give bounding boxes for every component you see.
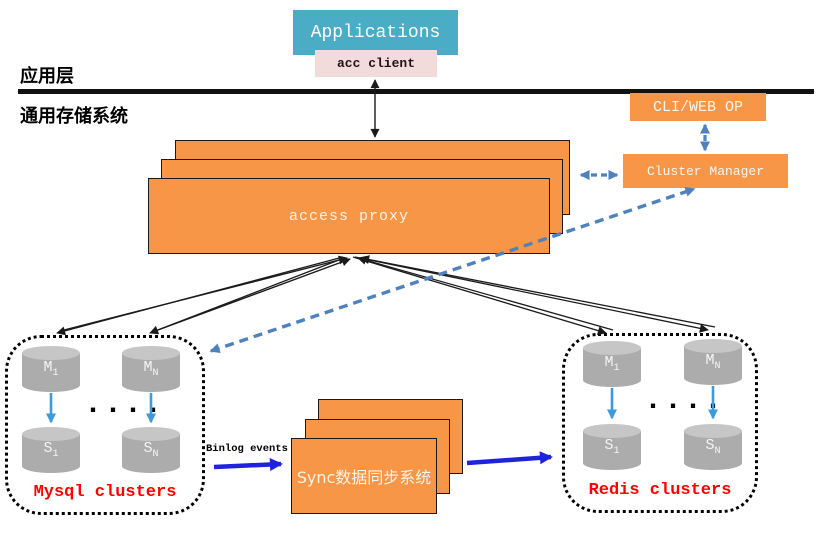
- mysql-slave-n-cylinder: SN: [122, 427, 180, 473]
- redis-slave-n-cylinder: SN: [684, 424, 742, 470]
- cluster-manager-box: Cluster Manager: [623, 154, 788, 188]
- redis-cluster-frame: M1 MN S1 SN .... Redis clusters: [562, 333, 758, 513]
- acc-client-label: acc client: [336, 56, 415, 71]
- redis-master-n-cylinder: MN: [684, 339, 742, 385]
- cli-web-op-label: CLI/WEB OP: [652, 98, 743, 116]
- redis-master-1-label: M1: [604, 354, 620, 374]
- mysql-ellipsis-dots: ....: [84, 388, 165, 422]
- binlog-events-label: Binlog events: [206, 443, 288, 455]
- redis-slave-1-cylinder: S1: [583, 424, 641, 470]
- mysql-slave-1-label: S1: [43, 440, 59, 460]
- storage-system-label: 通用存储系统: [20, 106, 128, 127]
- mysql-master-1-label: M1: [43, 359, 59, 379]
- applications-box: Applications: [293, 10, 458, 55]
- redis-slave-n-label: SN: [705, 437, 721, 457]
- access-proxy-label: access proxy: [288, 207, 410, 225]
- redis-slave-1-label: S1: [604, 437, 620, 457]
- redis-cluster-title: Redis clusters: [588, 481, 732, 500]
- mysql-cluster-frame: M1 MN S1 SN .... Mysql clusters: [5, 335, 205, 515]
- acc-client-box: acc client: [315, 50, 437, 77]
- cli-web-op-box: CLI/WEB OP: [630, 93, 766, 121]
- access-proxy-box: access proxy: [148, 178, 550, 254]
- sync-system-label: Sync数据同步系统: [296, 468, 432, 487]
- sync-system-box: Sync数据同步系统: [291, 438, 437, 514]
- mysql-cluster-title: Mysql clusters: [33, 483, 177, 502]
- mysql-master-n-label: MN: [143, 359, 159, 379]
- redis-master-n-label: MN: [705, 352, 721, 372]
- redis-master-1-cylinder: M1: [583, 341, 641, 387]
- mysql-master-n-cylinder: MN: [122, 346, 180, 392]
- mysql-slave-1-cylinder: S1: [22, 427, 80, 473]
- applications-label: Applications: [310, 22, 441, 43]
- cluster-manager-label: Cluster Manager: [646, 163, 765, 179]
- redis-ellipsis-dots: ....: [644, 384, 725, 418]
- mysql-slave-n-label: SN: [143, 440, 159, 460]
- layer-divider-line: [18, 89, 814, 94]
- application-layer-label: 应用层: [20, 66, 74, 87]
- mysql-master-1-cylinder: M1: [22, 346, 80, 392]
